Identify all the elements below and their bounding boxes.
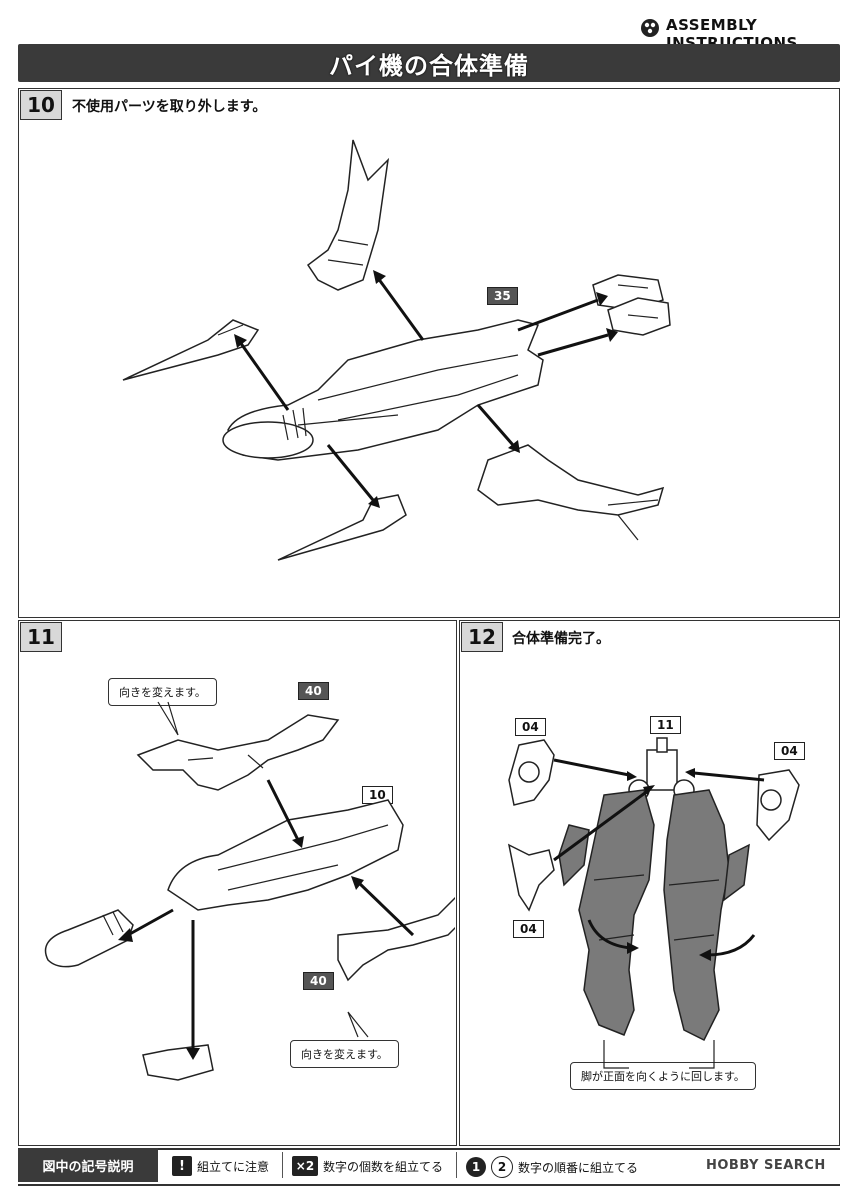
legend-divider bbox=[282, 1152, 283, 1178]
fin-part-top bbox=[306, 139, 390, 291]
shoulder-part-right bbox=[756, 769, 800, 842]
spike-part-bottom bbox=[277, 494, 407, 561]
count-icon: ×2 bbox=[292, 1156, 318, 1176]
brand-dots-icon bbox=[640, 18, 660, 42]
legend-divider bbox=[456, 1152, 457, 1178]
nozzle-parts bbox=[592, 274, 671, 336]
order-icon: 1 bbox=[466, 1157, 486, 1177]
legend-title: 図中の記号説明 bbox=[18, 1148, 158, 1182]
step-11-diagram bbox=[44, 701, 455, 1081]
part-tag: 11 bbox=[650, 716, 681, 734]
callout-box: 脚が正面を向くように回します。 bbox=[570, 1062, 756, 1090]
part-tag: 04 bbox=[513, 920, 544, 938]
legend-item-order: 1 2 数字の順番に組立てる bbox=[466, 1156, 638, 1178]
wing-part-top bbox=[136, 714, 340, 791]
step-10-diagram bbox=[122, 139, 671, 561]
caution-icon: ! bbox=[172, 1156, 192, 1176]
arm-part-left bbox=[507, 843, 555, 912]
part-tag: 35 bbox=[487, 287, 518, 305]
watermark: HOBBY SEARCH bbox=[706, 1158, 826, 1173]
assembly-arrows bbox=[118, 779, 415, 1060]
step-12-diagram bbox=[507, 737, 800, 1069]
wing-part-lower bbox=[337, 896, 455, 982]
main-body bbox=[167, 799, 404, 911]
bottom-part bbox=[142, 1044, 214, 1081]
legend-text: 組立てに注意 bbox=[197, 1159, 270, 1174]
page-title: パイ機の合体準備 bbox=[329, 51, 529, 80]
part-tag: 40 bbox=[303, 972, 334, 990]
legend-item-caution: ! 組立てに注意 bbox=[172, 1156, 269, 1176]
right-leg bbox=[663, 789, 750, 1042]
step-instruction: 合体準備完了。 bbox=[512, 631, 610, 647]
left-leg bbox=[558, 789, 655, 1036]
wing-part-right bbox=[477, 444, 665, 541]
assembly-arrows bbox=[553, 758, 765, 961]
shoulder-part-left bbox=[508, 739, 555, 806]
step-instruction: 不使用パーツを取り外します。 bbox=[72, 99, 267, 115]
callout-box: 向きを変えます。 bbox=[108, 678, 217, 706]
main-body bbox=[222, 319, 544, 461]
callout-box: 向きを変えます。 bbox=[290, 1040, 399, 1068]
page-title-bar: パイ機の合体準備 bbox=[18, 44, 840, 82]
part-tag: 10 bbox=[362, 786, 393, 804]
legend-text: 数字の順番に組立てる bbox=[518, 1160, 639, 1175]
order-icon: 2 bbox=[491, 1156, 513, 1178]
step-number: 11 bbox=[20, 622, 62, 652]
part-tag: 04 bbox=[774, 742, 805, 760]
nose-cone bbox=[44, 909, 134, 968]
removal-arrows bbox=[234, 270, 618, 508]
step-number: 12 bbox=[461, 622, 503, 652]
legend-text: 数字の個数を組立てる bbox=[323, 1159, 444, 1174]
legend-item-count: ×2 数字の個数を組立てる bbox=[292, 1156, 443, 1176]
part-tag: 40 bbox=[298, 682, 329, 700]
part-tag: 04 bbox=[515, 718, 546, 736]
spike-part-left bbox=[122, 319, 260, 381]
step-number: 10 bbox=[20, 90, 62, 120]
